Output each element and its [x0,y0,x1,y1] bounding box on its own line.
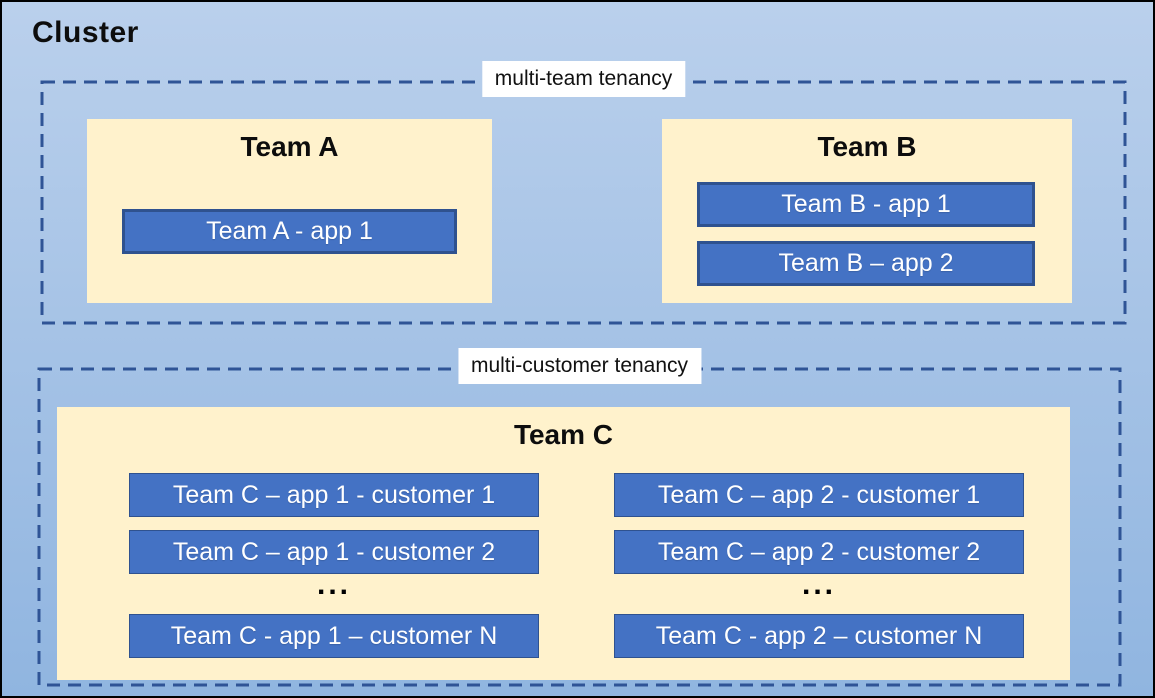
team-c-app-2-customer-n-box: Team C - app 2 – customer N [614,614,1024,658]
team-c-title: Team C [513,419,614,450]
team-a-panel: Team A Team A - app 1 [87,119,492,303]
multi-team-tenancy-region: multi-team tenancy Team A Team A - app 1… [40,61,1127,325]
multi-customer-tenancy-label: multi-customer tenancy [457,348,702,384]
team-a-app-1-box: Team A - app 1 [122,209,457,254]
team-c-app-2-customer-1-box: Team C – app 2 - customer 1 [614,473,1024,517]
dashed-border [40,80,1127,325]
multi-customer-tenancy-region: multi-customer tenancy Team C Team C – a… [37,348,1122,687]
team-c-app-2-customer-2-box: Team C – app 2 - customer 2 [614,530,1024,574]
team-c-app-1-customer-2-box: Team C – app 1 - customer 2 [129,530,539,574]
cluster-title: Cluster [32,16,139,49]
team-c-app-2-ellipsis: ... [801,568,836,601]
team-c-app-1-customer-n-box: Team C - app 1 – customer N [129,614,539,658]
team-a-title: Team A [240,131,339,162]
team-b-app-2-box: Team B – app 2 [697,241,1035,286]
team-b-panel: Team B Team B - app 1 Team B – app 2 [662,119,1072,303]
dashed-border [37,367,1122,687]
team-c-app-1-ellipsis: ... [316,568,351,601]
team-b-title: Team B [817,131,917,162]
multi-team-tenancy-label: multi-team tenancy [481,61,686,97]
team-c-panel: Team C Team C – app 1 - customer 1 Team … [57,407,1070,680]
team-c-app-1-customer-1-box: Team C – app 1 - customer 1 [129,473,539,517]
team-b-app-1-box: Team B - app 1 [697,182,1035,227]
